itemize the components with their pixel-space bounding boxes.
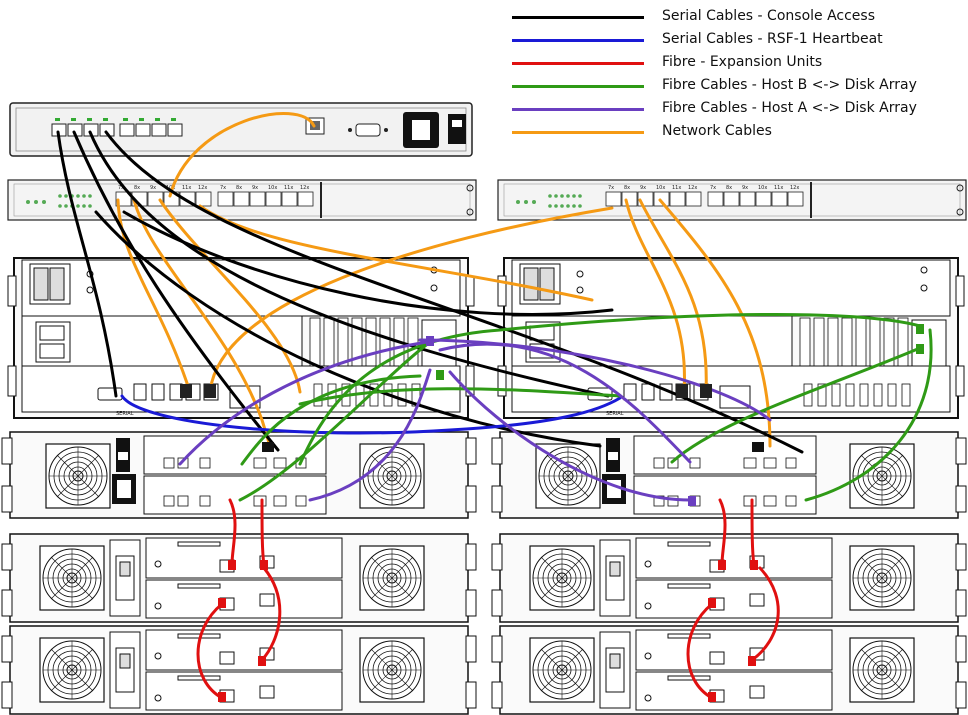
legend-label: Fibre Cables - Host A <-> Disk Array — [662, 100, 917, 116]
port-label: 9x — [150, 185, 156, 191]
port-label: 9x — [252, 185, 258, 191]
legend-swatch — [512, 108, 644, 111]
serial-label: SERIAL — [116, 411, 134, 417]
legend-swatch — [512, 16, 644, 19]
port-label: 10x — [166, 185, 175, 191]
legend-item-rsf1-heartbeat: Serial Cables - RSF-1 Heartbeat — [512, 29, 968, 52]
cable-connectors — [180, 324, 924, 702]
legend-item-host-b: Fibre Cables - Host B <-> Disk Array — [512, 75, 968, 98]
port-label: 12x — [688, 185, 697, 191]
expansion-unit-right-1 — [492, 534, 966, 622]
serial-label: SERIAL — [606, 411, 624, 417]
port-label: 7x — [710, 185, 716, 191]
port-label: 11x — [284, 185, 293, 191]
switch-ports — [51, 123, 183, 137]
port-label: 8x — [726, 185, 732, 191]
expansion-unit-right-2 — [492, 626, 966, 714]
legend-label: Serial Cables - Console Access — [662, 8, 876, 24]
legend-item-console-access: Serial Cables - Console Access — [512, 6, 968, 29]
port-label: 12x — [790, 185, 799, 191]
port-label: 8x — [236, 185, 242, 191]
port-label: 11x — [182, 185, 191, 191]
console-serial-cables — [56, 130, 804, 454]
port-label: 12x — [198, 185, 207, 191]
network-switch — [9, 102, 473, 157]
port-label: 7x — [220, 185, 226, 191]
legend-label: Network Cables — [662, 123, 772, 139]
legend-swatch — [512, 85, 644, 88]
port-label: 7x — [608, 185, 614, 191]
port-label: 11x — [774, 185, 783, 191]
legend-item-expansion-units: Fibre - Expansion Units — [512, 52, 968, 75]
port-label: 8x — [134, 185, 140, 191]
legend: Serial Cables - Console Access Serial Ca… — [512, 6, 968, 144]
port-label: 9x — [640, 185, 646, 191]
legend-label: Fibre Cables - Host B <-> Disk Array — [662, 77, 917, 93]
port-label: 8x — [624, 185, 630, 191]
port-label: 11x — [672, 185, 681, 191]
fibre-host-a-cables — [178, 338, 772, 502]
legend-swatch — [512, 62, 644, 65]
port-label: 7x — [118, 185, 124, 191]
fibre-host-b-cables — [238, 312, 933, 502]
port-label: 12x — [300, 185, 309, 191]
legend-swatch — [512, 131, 644, 134]
port-label: 10x — [656, 185, 665, 191]
legend-item-host-a: Fibre Cables - Host A <-> Disk Array — [512, 98, 968, 121]
expansion-unit-left-2 — [2, 626, 476, 714]
expansion-unit-left-1 — [2, 534, 476, 622]
port-label: 10x — [268, 185, 277, 191]
port-label: 9x — [742, 185, 748, 191]
legend-item-network: Network Cables — [512, 121, 968, 144]
heartbeat-serial-cables — [120, 394, 622, 435]
port-label: 10x — [758, 185, 767, 191]
patch-panel-labels: 7x 8x 9x 10x 11x 12x 7x 8x 9x 10x 11x 12… — [116, 185, 799, 417]
disk-array-left — [2, 432, 476, 518]
legend-swatch — [512, 39, 644, 42]
legend-label: Fibre - Expansion Units — [662, 54, 823, 70]
legend-label: Serial Cables - RSF-1 Heartbeat — [662, 31, 883, 47]
